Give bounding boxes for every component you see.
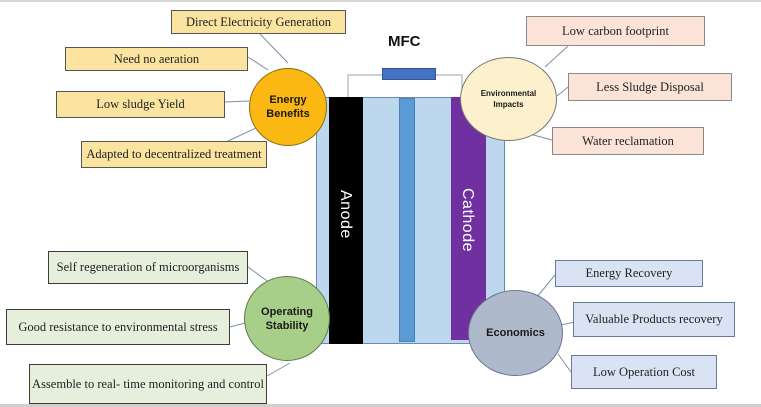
cathode-electrode [451,97,486,340]
top-border [0,0,761,2]
connector-env-3 [529,133,553,141]
connector-env-2 [556,86,569,97]
connector-energy-2 [247,56,269,71]
env-hub-line1: Environmental [480,89,537,98]
op-hub-line1: Operating [261,305,313,318]
env-item-water-reclamation: Water reclamation [552,127,704,155]
connector-op-3 [266,362,291,377]
energy-item-direct-electricity: Direct Electricity Generation [171,10,346,34]
eco-item-energy-recovery: Energy Recovery [555,260,703,287]
anode-label: Anode [337,190,354,239]
operating-stability-hub: Operating Stability [244,276,330,361]
energy-item-low-sludge: Low sludge Yield [56,91,225,118]
op-item-resistance: Good resistance to environmental stress [6,309,230,345]
energy-benefits-hub: Energy Benefits [249,68,327,146]
env-item-less-sludge: Less Sludge Disposal [568,73,732,101]
environmental-impacts-hub: Environmental Impacts [460,57,557,141]
connector-eco-1 [536,274,556,298]
env-hub-line2: Impacts [493,100,524,109]
op-hub-line2: Stability [265,319,309,332]
energy-hub-line2: Benefits [266,108,310,120]
eco-item-valuable-products: Valuable Products recovery [573,302,735,337]
env-item-low-carbon: Low carbon footprint [526,16,705,46]
connector-env-1 [544,45,569,68]
eco-item-low-cost: Low Operation Cost [571,355,717,389]
external-resistor [382,68,436,80]
connector-op-2 [229,322,246,328]
economics-hub: Economics [468,290,563,376]
connector-eco-3 [557,353,572,373]
cathode-label: Cathode [459,188,476,252]
op-item-self-regeneration: Self regeneration of microorganisms [48,251,248,284]
energy-hub-line1: Energy [269,94,307,106]
connector-energy-4 [227,126,259,142]
energy-item-no-aeration: Need no aeration [65,47,248,71]
connector-energy-3 [224,100,250,103]
connector-eco-2 [560,321,576,326]
bottom-border [0,404,761,407]
diagram-title: MFC [388,33,421,50]
connector-energy-1 [259,33,289,64]
membrane [399,98,415,342]
op-item-monitoring: Assemble to real- time monitoring and co… [29,364,267,404]
energy-item-decentralized: Adapted to decentralized treatment [81,141,267,168]
anode-electrode [329,97,363,344]
